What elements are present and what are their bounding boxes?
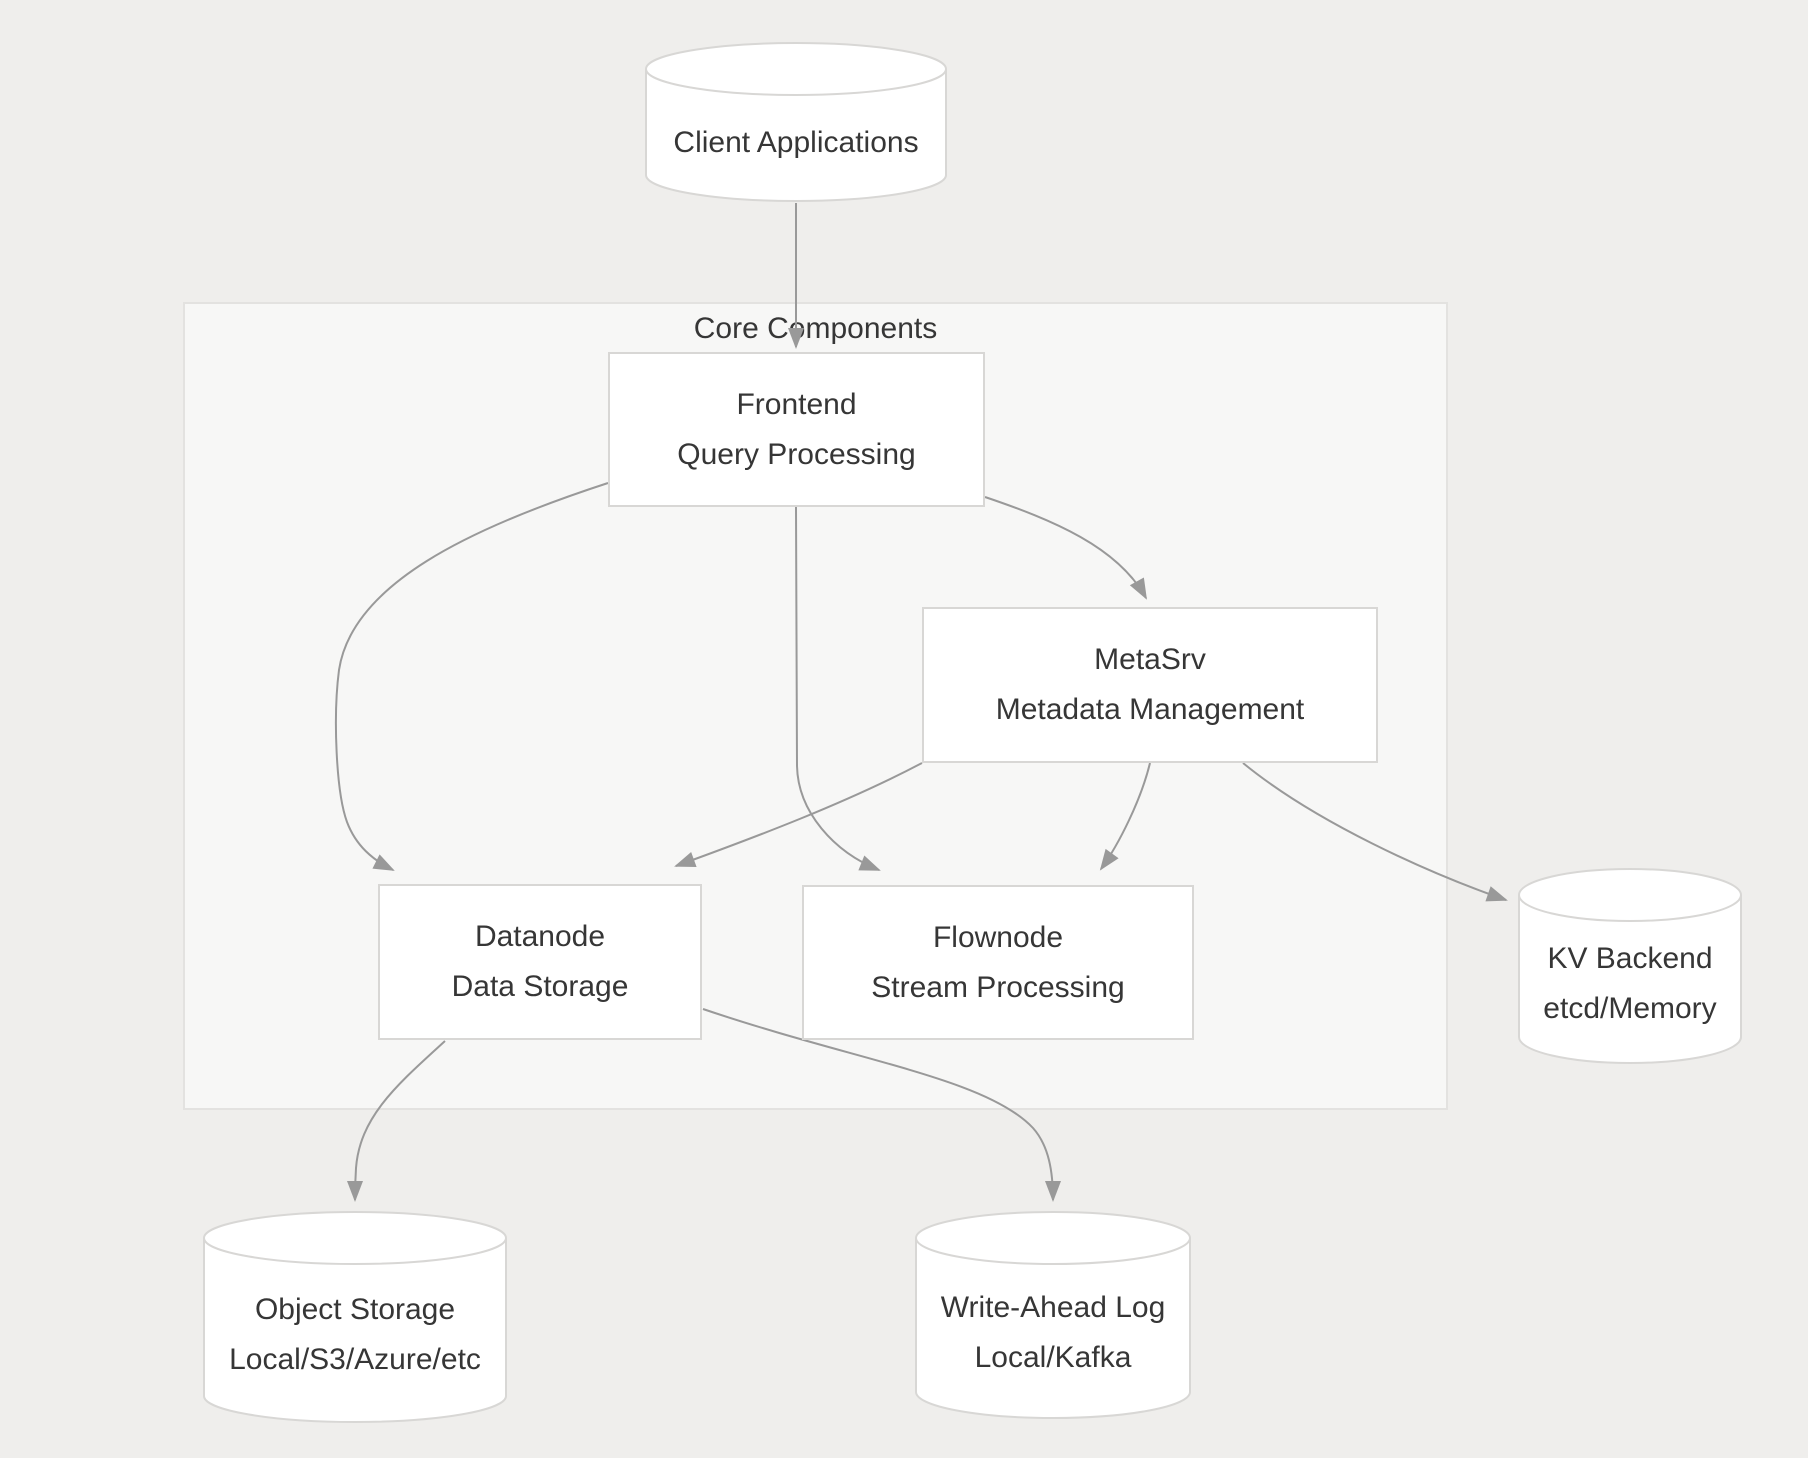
node-sublabel: Query Processing [677, 437, 916, 471]
node-write-ahead-log: Write-Ahead Log Local/Kafka [915, 1211, 1191, 1419]
node-object-storage: Object Storage Local/S3/Azure/etc [203, 1211, 507, 1423]
node-label: Frontend [736, 387, 857, 421]
cylinder-shape [203, 1211, 507, 1423]
node-sublabel: etcd/Memory [1543, 992, 1717, 1025]
node-label: KV Backend [1547, 942, 1713, 975]
node-kv-backend: KV Backend etcd/Memory [1518, 868, 1742, 1064]
node-label: Write-Ahead Log [940, 1291, 1166, 1324]
node-label: Object Storage [254, 1293, 456, 1326]
cylinder-shape [1518, 868, 1742, 1064]
edge-metasrv-to-kv-backend [1242, 762, 1508, 902]
edge-frontend-to-datanode [334, 482, 609, 871]
node-flownode: Flownode Stream Processing [802, 885, 1194, 1040]
node-frontend: Frontend Query Processing [608, 352, 985, 507]
node-label: Datanode [474, 920, 606, 953]
node-sublabel: Local/S3/Azure/etc [229, 1343, 481, 1376]
edge-datanode-to-object-storage [347, 1040, 446, 1202]
node-datanode: Datanode Data Storage [378, 884, 702, 1040]
edge-metasrv-to-datanode [674, 762, 923, 868]
edge-metasrv-to-flownode [1099, 762, 1151, 871]
node-metasrv: MetaSrv Metadata Management [922, 607, 1378, 763]
node-label: Client Applications [673, 126, 919, 159]
edge-frontend-to-flownode [795, 506, 881, 871]
cluster-label: Core Components [693, 312, 938, 345]
node-label: MetaSrv [1094, 643, 1206, 676]
node-sublabel: Data Storage [451, 970, 629, 1003]
cylinder-shape [645, 42, 947, 202]
node-label: Flownode [932, 920, 1064, 954]
cylinder-shape [915, 1211, 1191, 1419]
node-sublabel: Local/Kafka [974, 1341, 1132, 1374]
node-sublabel: Metadata Management [995, 693, 1305, 726]
edge-frontend-to-metasrv [984, 496, 1147, 600]
node-client-applications: Client Applications [645, 42, 947, 202]
node-sublabel: Stream Processing [871, 970, 1125, 1004]
